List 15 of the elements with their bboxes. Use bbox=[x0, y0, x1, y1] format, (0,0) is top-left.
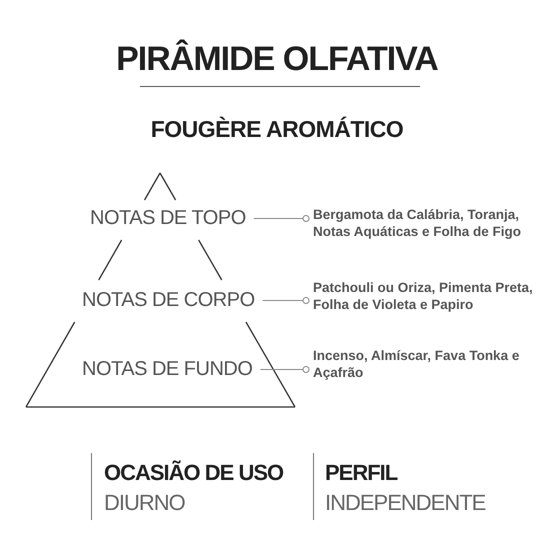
info-value: INDEPENDENTE bbox=[325, 490, 486, 516]
notes-text: Incenso, Almíscar, Fava Tonka e Açafrão bbox=[313, 347, 543, 381]
tier-label: NOTAS DE FUNDO bbox=[82, 358, 252, 381]
title: PIRÂMIDE OLFATIVA bbox=[115, 40, 439, 79]
info-heading: OCASIÃO DE USO bbox=[104, 460, 284, 486]
info-heading: PERFIL bbox=[325, 460, 398, 486]
leader-line bbox=[262, 297, 310, 304]
leader-line bbox=[260, 366, 310, 373]
leader-line bbox=[253, 215, 310, 222]
tier-label: NOTAS DE TOPO bbox=[90, 207, 246, 230]
subtitle: FOUGÈRE AROMÁTICO bbox=[150, 116, 404, 143]
tier-label: NOTAS DE CORPO bbox=[82, 289, 255, 312]
notes-text: Bergamota da Calábria, Toranja, Notas Aquáticas e Folha de Figo bbox=[313, 206, 543, 240]
info-value: DIURNO bbox=[104, 490, 185, 516]
notes-text: Patchouli ou Oriza, Pimenta Preta, Folha de Violeta e Papiro bbox=[313, 279, 543, 313]
